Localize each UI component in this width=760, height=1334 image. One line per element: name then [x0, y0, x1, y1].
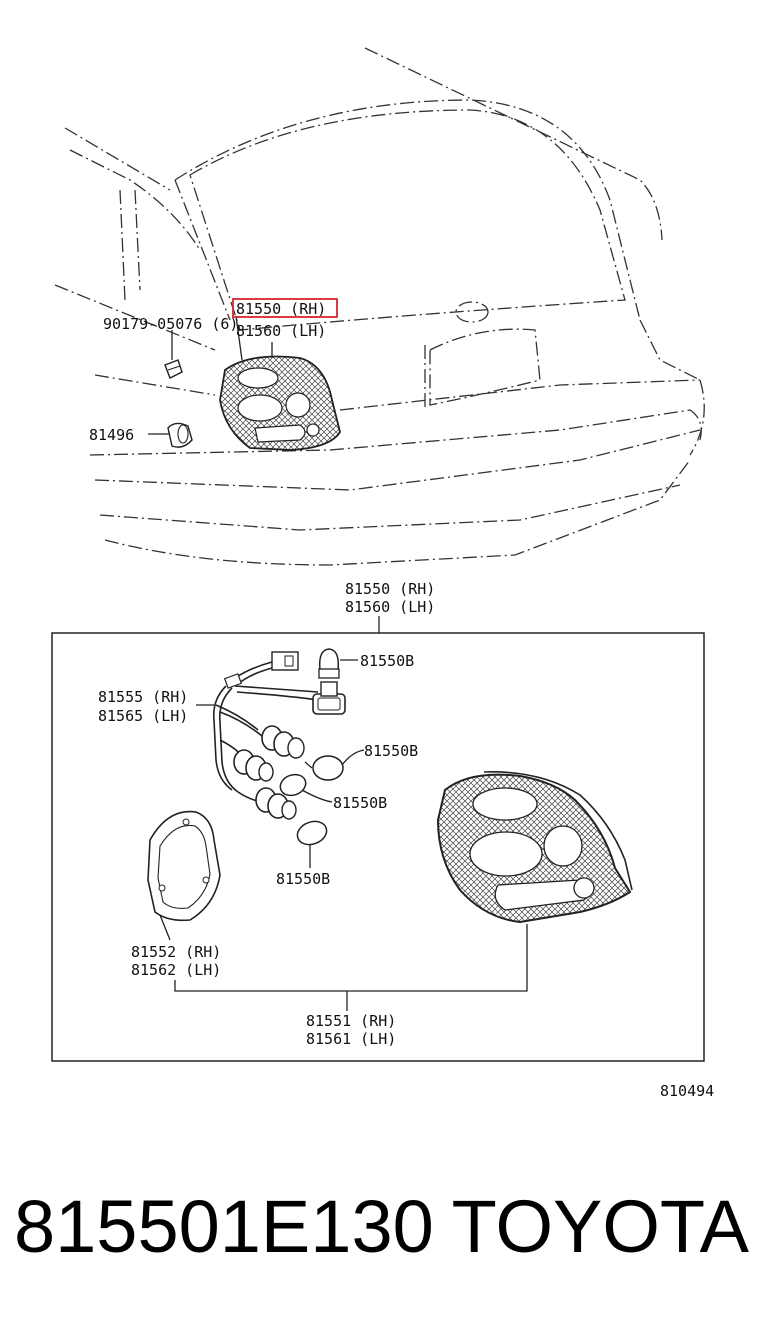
leader-bulb-3 [301, 789, 333, 803]
bulb-1-label: 81550B [360, 652, 414, 670]
gasket-lh-label: 81562 (LH) [131, 961, 221, 979]
part-number: 815501E130 [14, 1185, 434, 1268]
lens-rh-label: 81551 (RH) [306, 1012, 396, 1030]
highlight-box [232, 298, 338, 318]
lens-lh-label: 81561 (LH) [306, 1030, 396, 1048]
vehicle-rear-outline [54, 47, 705, 566]
leader-gasket [159, 914, 171, 941]
socket-lh-label: 81565 (LH) [98, 707, 188, 725]
bulb-3-label: 81550B [333, 794, 387, 812]
socket-middle [261, 725, 305, 759]
bracket-lens-gasket [174, 924, 528, 992]
assembly-rh-label: 81550 (RH) [345, 580, 435, 598]
bulb-icon [318, 648, 340, 679]
plug-label: 81496 [89, 426, 134, 444]
bulb-icon [304, 755, 344, 781]
detail-frame [51, 632, 705, 1062]
lamp-lh-label: 81560 (LH) [236, 322, 326, 340]
clip-label: 90179-05076 (6) [103, 315, 238, 333]
socket-top [312, 681, 346, 715]
wire-harness [212, 651, 319, 803]
caption: 815501E130 TOYOTA [14, 1190, 749, 1264]
bulb-4-label: 81550B [276, 870, 330, 888]
assembly-lh-label: 81560 (LH) [345, 598, 435, 616]
brand-name: TOYOTA [451, 1185, 749, 1268]
gasket-rh-label: 81552 (RH) [131, 943, 221, 961]
tail-lamp-lens [436, 771, 633, 924]
bulb-icon [296, 820, 328, 846]
socket-bottom [255, 787, 297, 820]
figure-code: 810494 [660, 1082, 715, 1100]
lamp-rh-label: 81550 (RH) [236, 300, 326, 318]
plug-icon [167, 422, 193, 448]
top-tail-lamp [219, 355, 341, 451]
clip-icon [164, 359, 183, 379]
bulb-2-label: 81550B [364, 742, 418, 760]
leader-lamp [235, 315, 243, 361]
socket-lower [233, 749, 274, 782]
leader-bulb-2 [341, 749, 365, 766]
gasket-icon [147, 810, 221, 922]
socket-rh-label: 81555 (RH) [98, 688, 188, 706]
bulb-icon [279, 773, 307, 797]
